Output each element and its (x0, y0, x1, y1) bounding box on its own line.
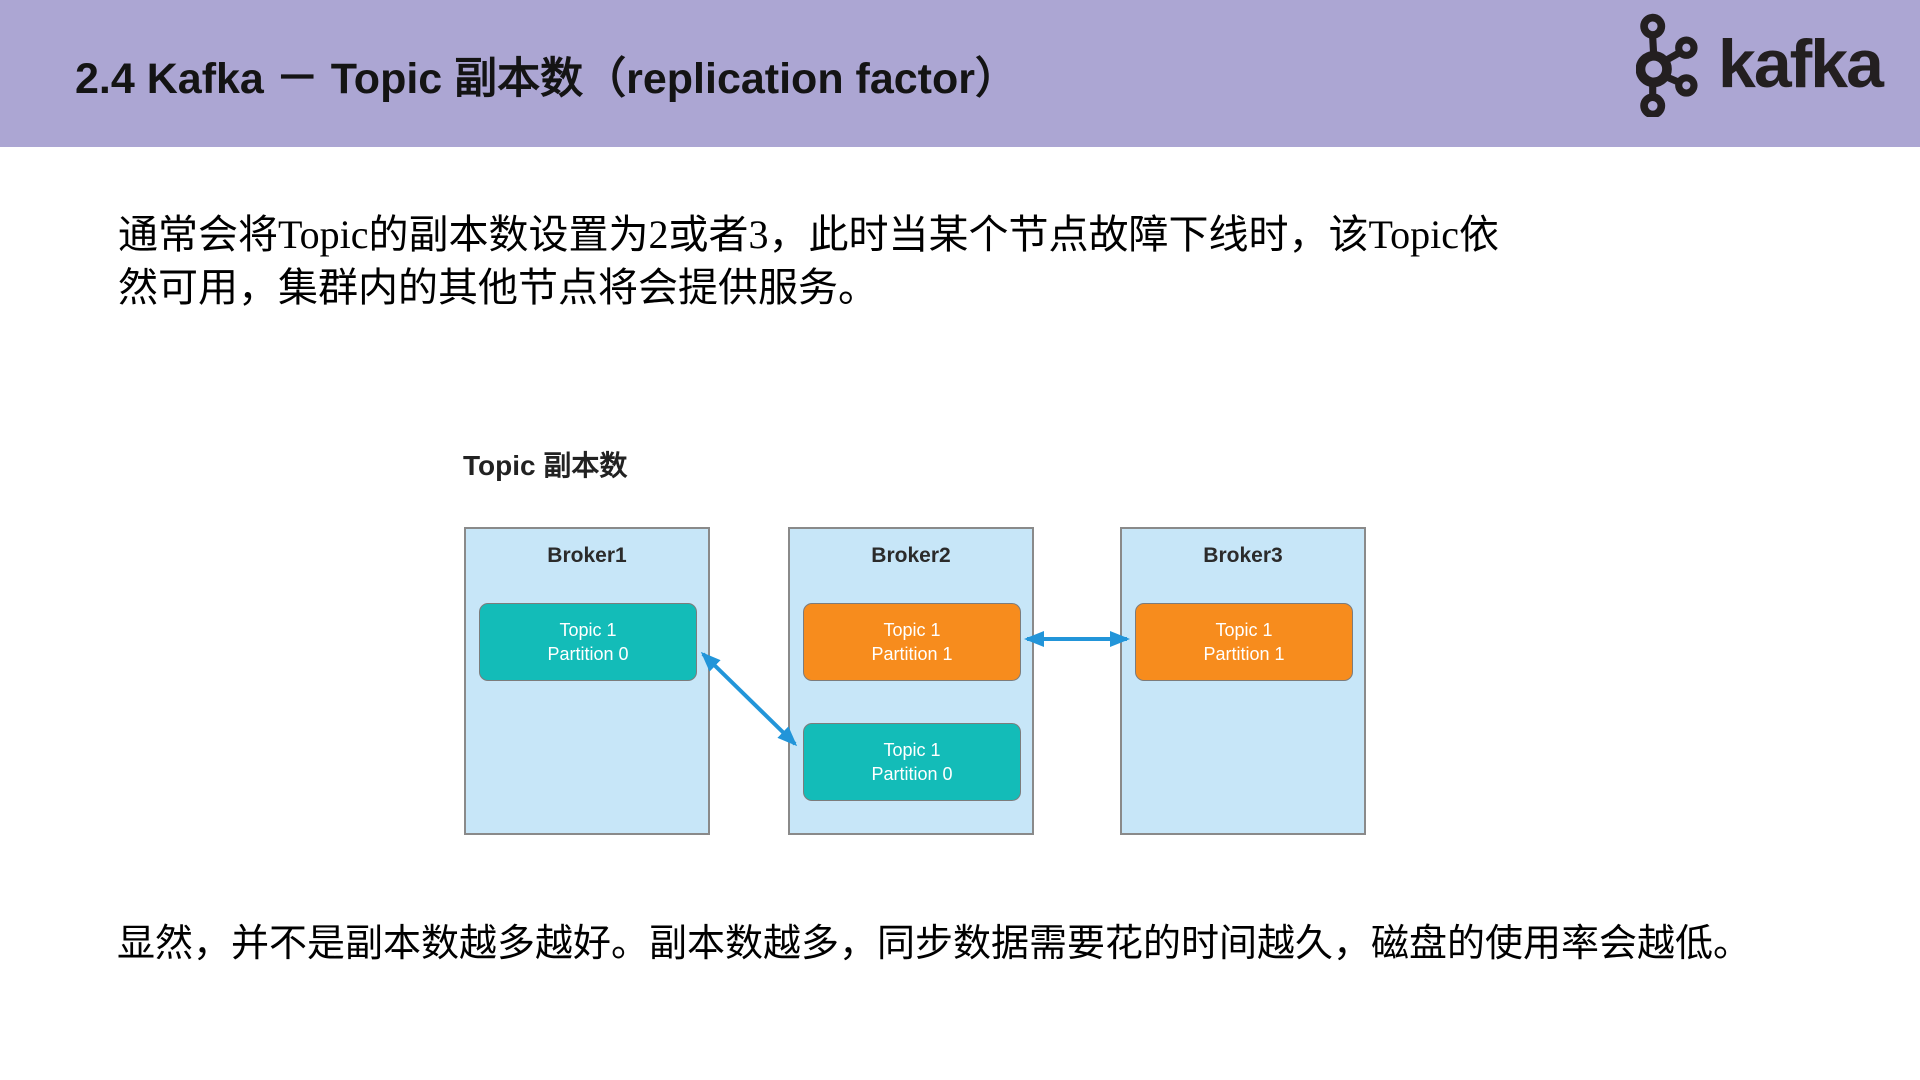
partition-line1: Topic 1 (559, 620, 617, 640)
kafka-logo-icon (1636, 13, 1698, 117)
partition-line1: Topic 1 (1215, 620, 1273, 640)
intro-line-2: 然可用，集群内的其他节点将会提供服务。 (118, 265, 878, 310)
diagram-title: Topic 副本数 (463, 450, 628, 481)
broker1-label: Broker1 (547, 544, 627, 567)
footer-note: 显然，并不是副本数越多越好。副本数越多，同步数据需要花的时间越久，磁盘的使用率会… (117, 923, 1752, 965)
page-title: 2.4 Kafka － Topic 副本数（replication factor… (75, 55, 1018, 103)
arrow-broker1-broker2 (700, 651, 798, 747)
partition-line2: Partition 0 (871, 764, 953, 784)
broker2-label: Broker2 (871, 544, 951, 567)
broker3-label: Broker3 (1203, 544, 1283, 567)
kafka-logo: kafka (1636, 8, 1886, 120)
partition-line2: Partition 0 (547, 644, 629, 664)
partition-line1: Topic 1 (883, 620, 941, 640)
header-bar: 2.4 Kafka － Topic 副本数（replication factor… (0, 0, 1920, 147)
broker2-topic1-partition0: Topic 1 Partition 0 (803, 723, 1021, 801)
broker3-topic1-partition1: Topic 1 Partition 1 (1135, 603, 1353, 681)
partition-line2: Partition 1 (1203, 644, 1285, 664)
broker1-box: Broker1 Topic 1 Partition 0 (464, 527, 710, 835)
partition-line2: Partition 1 (871, 644, 953, 664)
broker3-box: Broker3 Topic 1 Partition 1 (1120, 527, 1366, 835)
intro-paragraph: 通常会将Topic的副本数设置为2或者3，此时当某个节点故障下线时，该Topic… (118, 208, 1499, 314)
broker2-topic1-partition1: Topic 1 Partition 1 (803, 603, 1021, 681)
broker1-topic1-partition0: Topic 1 Partition 0 (479, 603, 697, 681)
kafka-logo-text: kafka (1718, 26, 1884, 102)
broker2-box: Broker2 Topic 1 Partition 1 Topic 1 Part… (788, 527, 1034, 835)
intro-line-1: 通常会将Topic的副本数设置为2或者3，此时当某个节点故障下线时，该Topic… (118, 212, 1500, 257)
partition-line1: Topic 1 (883, 740, 941, 760)
